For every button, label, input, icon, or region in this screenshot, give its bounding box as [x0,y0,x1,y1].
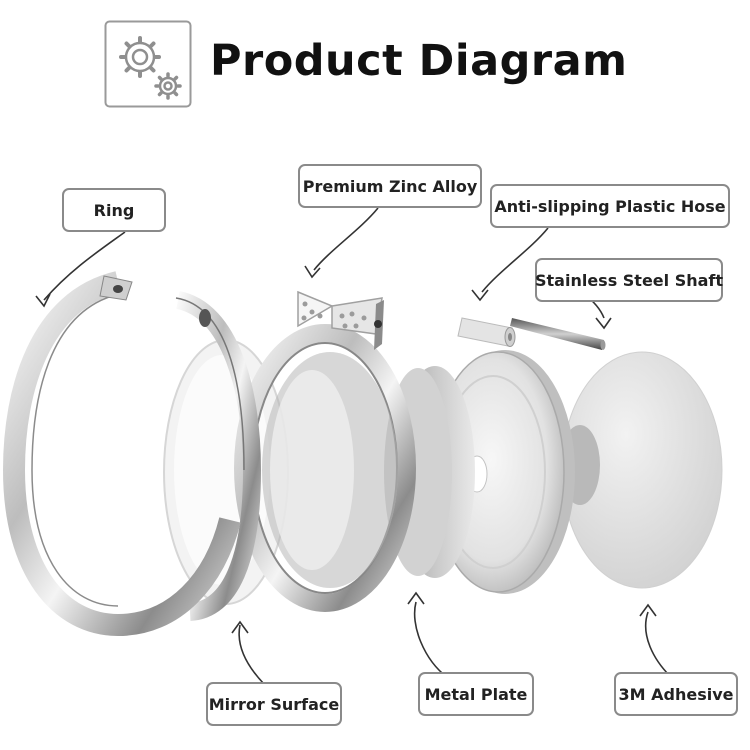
gears-icon [104,20,192,108]
zinc-alloy-ring [234,290,416,612]
callout-3m-adhesive: 3M Adhesive [614,672,738,716]
callout-steel-shaft: Stainless Steel Shaft [535,258,723,302]
plastic-hose [457,317,516,347]
callout-metal-plate: Metal Plate [418,672,534,716]
split-ring [175,291,262,621]
steel-shaft [510,318,606,350]
callout-zinc-alloy: Premium Zinc Alloy [298,164,482,208]
page-title: Product Diagram [210,36,628,86]
callout-plastic-hose: Anti-slipping Plastic Hose [490,184,730,228]
callout-mirror-surface: Mirror Surface [206,682,342,726]
main-ring [2,271,241,637]
callout-ring: Ring [62,188,166,232]
gears-logo [104,20,192,108]
